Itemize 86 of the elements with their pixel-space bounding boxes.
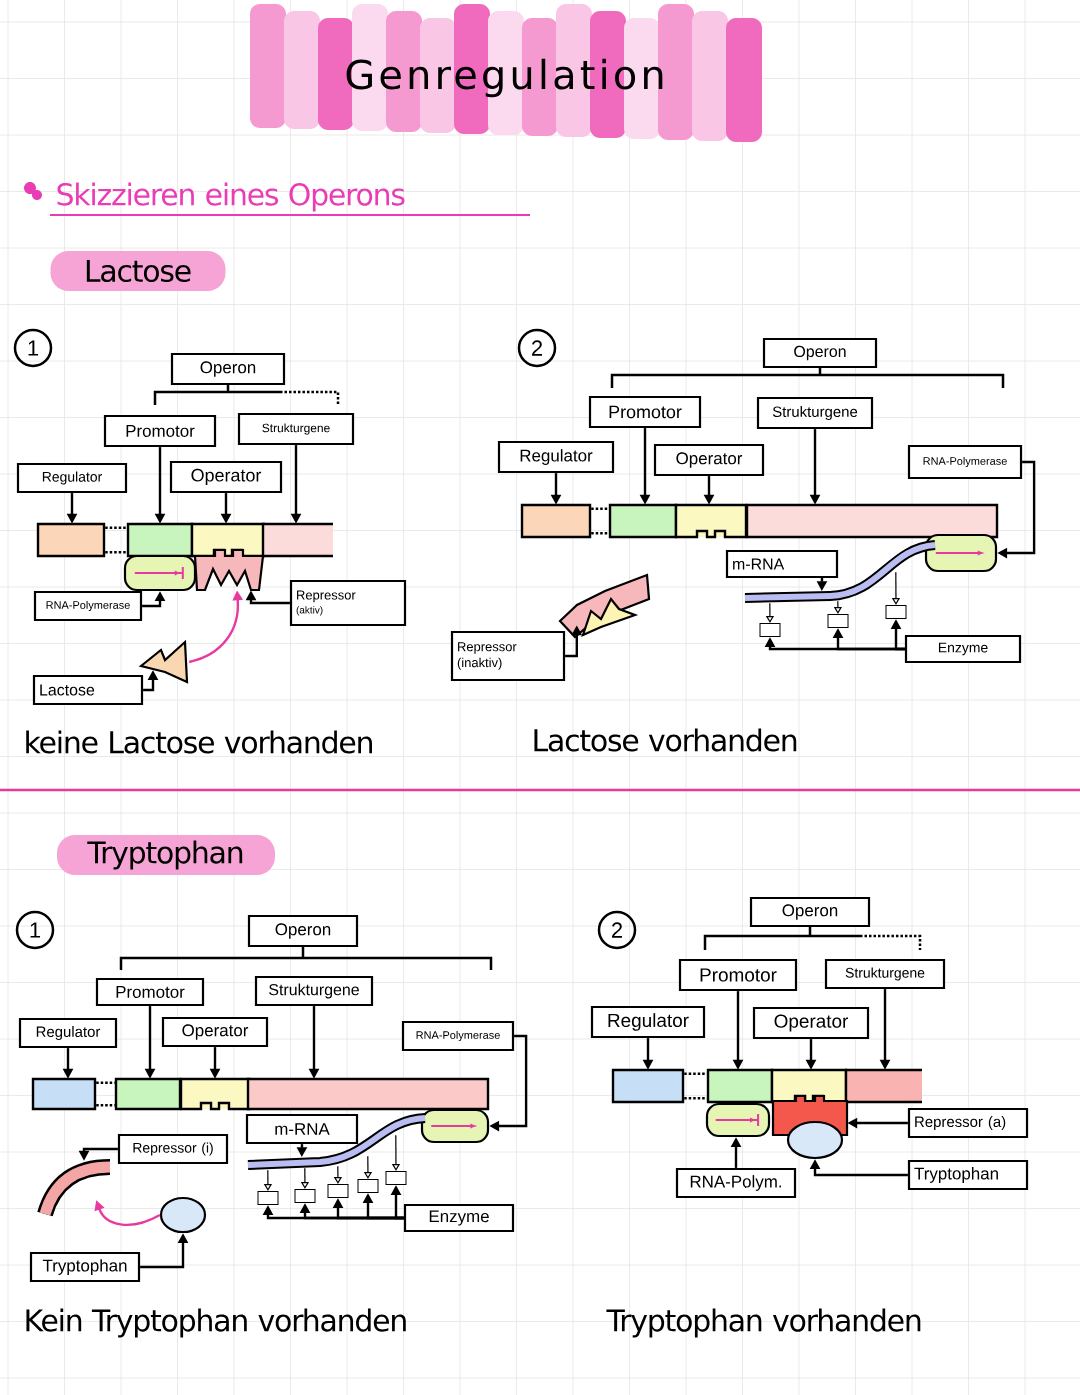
gene-segment <box>611 1068 685 1104</box>
label-box: Operon <box>749 896 871 928</box>
label-box: Regulator <box>16 462 128 494</box>
gene-segment <box>745 503 999 539</box>
molecule-ellipse <box>159 1196 207 1234</box>
dotted-line <box>591 532 609 535</box>
gene-segment <box>608 503 678 539</box>
heading-band: Tryptophan <box>57 835 275 875</box>
label-box: Repressor (i) <box>117 1133 229 1165</box>
dotted-line <box>105 551 127 554</box>
dotted-line <box>105 526 127 529</box>
label-box: Operon <box>762 337 878 369</box>
enzyme-box <box>827 614 849 628</box>
polymerase-shape <box>123 554 197 592</box>
label-box: Repressor (aktiv) <box>289 579 407 627</box>
label-box: RNA-Polymerase <box>907 444 1023 480</box>
subtitle: Skizzieren eines Operons <box>49 182 531 216</box>
label-box: Regulator <box>18 1017 118 1049</box>
dotted-line <box>684 1097 707 1100</box>
gene-segment <box>246 1077 490 1111</box>
caption: Kein Tryptophan vorhanden <box>26 1308 406 1338</box>
gene-segment <box>261 522 333 558</box>
enzyme-box <box>357 1179 379 1193</box>
gene-segment <box>844 1068 922 1104</box>
label-box: RNA-Polymerase <box>33 590 143 622</box>
circled-number: 1 <box>15 910 55 950</box>
repressor-drawing <box>558 573 651 639</box>
label-box: Strukturgene <box>237 412 355 446</box>
title: Genregulation <box>346 58 663 98</box>
label-box: Operator <box>161 1016 269 1048</box>
circled-number: 2 <box>597 910 637 950</box>
gene-segment <box>36 522 106 558</box>
label-box: Operon <box>247 914 359 948</box>
repressor-drawing <box>37 1159 111 1217</box>
dotted-line <box>96 1104 115 1107</box>
label-box: Lactose <box>32 674 144 706</box>
circled-number: 2 <box>517 328 557 368</box>
label-box: Operator <box>169 460 283 494</box>
label-box: Repressor (a) <box>907 1107 1029 1139</box>
enzyme-box <box>257 1191 279 1205</box>
label-box: Promotor <box>678 958 798 992</box>
dotted-line <box>591 507 609 510</box>
gene-segment <box>126 522 194 558</box>
enzyme-box <box>885 605 907 619</box>
label-box: Tryptophan <box>907 1159 1029 1191</box>
mrna-strand <box>247 1113 426 1170</box>
label-box: Operator <box>752 1006 870 1040</box>
label-box: Promotor <box>588 395 702 429</box>
polymerase-shape <box>420 1108 490 1144</box>
circled-number: 1 <box>13 328 53 368</box>
gene-segment <box>114 1077 182 1111</box>
dotted-line <box>684 1072 707 1075</box>
label-box: Tryptophan <box>29 1251 141 1283</box>
repressor-drawing <box>193 548 265 592</box>
label-box: m-RNA <box>725 549 839 579</box>
enzyme-box <box>327 1184 349 1198</box>
polymerase-shape <box>924 533 998 573</box>
molecule-ellipse <box>786 1120 844 1160</box>
label-box: Operon <box>170 352 286 386</box>
gene-segment <box>520 503 592 539</box>
label-box: Promotor <box>95 977 205 1007</box>
caption: Tryptophan vorhanden <box>606 1308 921 1338</box>
gene-segment <box>674 503 748 539</box>
label-box: Operator <box>653 443 765 477</box>
gene-segment <box>706 1068 774 1104</box>
label-box: Repressor (inaktiv) <box>450 630 566 682</box>
label-box: RNA-Polym. <box>675 1167 797 1199</box>
enzyme-box <box>294 1189 316 1203</box>
polymerase-shape <box>705 1102 771 1138</box>
label-box: RNA-Polymerase <box>401 1020 515 1052</box>
enzyme-box <box>759 623 781 637</box>
label-box: Strukturgene <box>824 958 946 990</box>
label-box: Enzyme <box>403 1203 515 1233</box>
label-box: Regulator <box>590 1005 706 1039</box>
label-box: Promotor <box>103 414 217 448</box>
label-box: Strukturgene <box>254 975 374 1007</box>
dotted-line <box>96 1081 115 1084</box>
gene-segment <box>31 1077 97 1111</box>
caption: keine Lactose vorhanden <box>26 730 372 754</box>
enzyme-box <box>385 1171 407 1185</box>
label-box: Enzyme <box>904 634 1022 664</box>
caption: Lactose vorhanden <box>534 728 797 752</box>
label-box: Strukturgene <box>756 396 874 430</box>
heading-band: Lactose <box>50 251 226 291</box>
label-box: Regulator <box>497 440 615 474</box>
gene-segment <box>770 1068 848 1104</box>
